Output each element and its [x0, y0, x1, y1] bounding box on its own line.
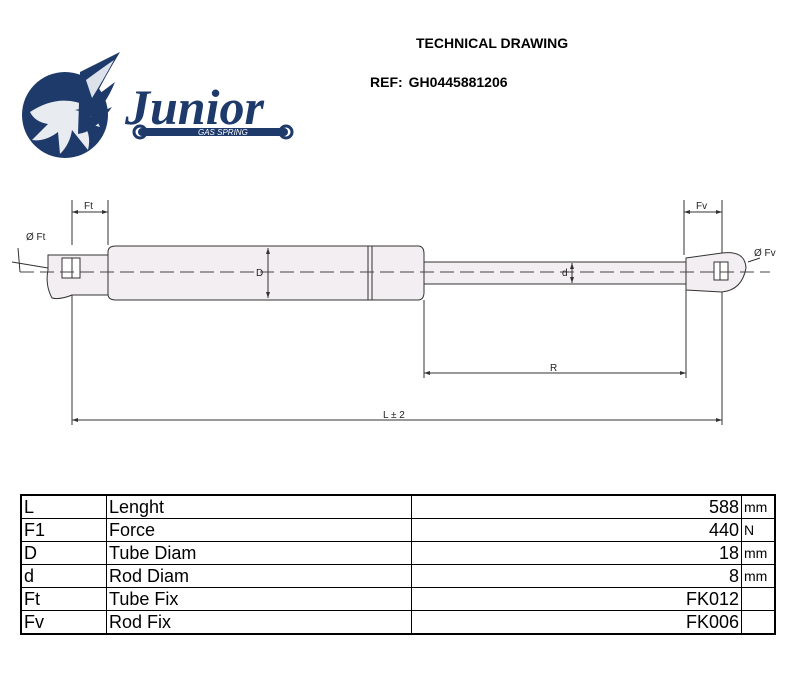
spec-code: Ft [20, 587, 107, 611]
ref-label: REF: [370, 74, 403, 90]
spec-unit [741, 587, 776, 611]
spec-name: Rod Fix [106, 610, 412, 635]
spec-unit: mm [741, 564, 776, 588]
spec-code: d [20, 564, 107, 588]
page-title: TECHNICAL DRAWING [416, 35, 569, 51]
ref-value: GH0445881206 [408, 74, 508, 90]
spec-unit: mm [741, 494, 776, 519]
label-tube-diam: D [256, 268, 263, 279]
spec-unit: N [741, 518, 776, 542]
junior-logo: Junior GAS SPRING [22, 52, 294, 158]
spec-code: D [20, 541, 107, 565]
spec-code: F1 [20, 518, 107, 542]
spec-value: FK006 [411, 610, 742, 635]
spec-value: FK012 [411, 587, 742, 611]
label-rod-diam: d [562, 268, 568, 279]
spec-value: 8 [411, 564, 742, 588]
label-phi-fv: Ø Fv [754, 248, 776, 259]
spec-name: Lenght [106, 494, 412, 519]
reference: REF: GH0445881206 [370, 74, 508, 90]
label-length: L ± 2 [383, 410, 405, 421]
spec-name: Tube Diam [106, 541, 412, 565]
spec-name: Tube Fix [106, 587, 412, 611]
logo-tagline: GAS SPRING [198, 128, 248, 137]
spec-name: Rod Diam [106, 564, 412, 588]
spec-value: 440 [411, 518, 742, 542]
spec-value: 588 [411, 494, 742, 519]
label-ft-top: Ft [84, 201, 93, 212]
spec-name: Force [106, 518, 412, 542]
label-stroke: R [550, 363, 557, 374]
spec-code: L [20, 494, 107, 519]
spec-unit: mm [741, 541, 776, 565]
spec-unit [741, 610, 776, 635]
gas-spring-drawing: Ft Fv Ø Ft Ø Fv D d R L ± 2 [11, 200, 776, 425]
spec-code: Fv [20, 610, 107, 635]
label-phi-ft: Ø Ft [26, 232, 46, 243]
spec-value: 18 [411, 541, 742, 565]
label-fv-top: Fv [696, 201, 707, 212]
logo-brand: Junior [124, 79, 265, 135]
